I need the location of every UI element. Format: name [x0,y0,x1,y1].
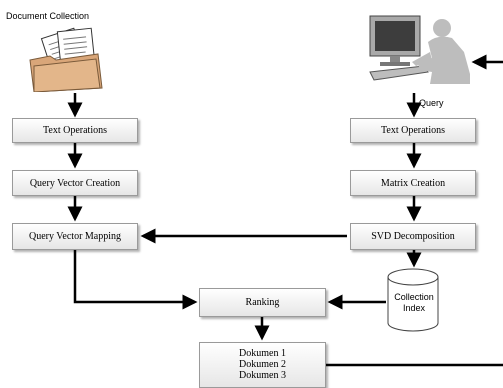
ranking-box: Ranking [199,288,326,317]
query-label: Query [419,98,444,108]
document-collection-label: Document Collection [6,11,90,21]
collection-index-label: Collection Index [386,292,442,314]
result-item: Dokumen 2 [239,359,286,370]
matrix-creation-box: Matrix Creation [350,170,476,196]
right-text-operations-box: Text Operations [350,118,476,143]
query-vector-mapping-box: Query Vector Mapping [12,223,138,250]
results-box: Dokumen 1 Dokumen 2 Dokumen 3 [199,342,326,388]
left-text-operations-box: Text Operations [12,118,138,143]
arrow-mapping-to-ranking [73,250,198,310]
folder-with-documents-icon [29,27,103,92]
collection-index-line2: Index [402,303,426,313]
user-at-computer-icon [369,15,470,84]
result-item: Dokumen 1 [239,348,286,359]
collection-index-line1: Collection [394,292,434,302]
database-cylinder-icon [387,268,439,332]
query-vector-creation-box: Query Vector Creation [12,170,138,196]
result-item: Dokumen 3 [239,370,286,381]
svd-decomposition-box: SVD Decomposition [350,223,476,250]
